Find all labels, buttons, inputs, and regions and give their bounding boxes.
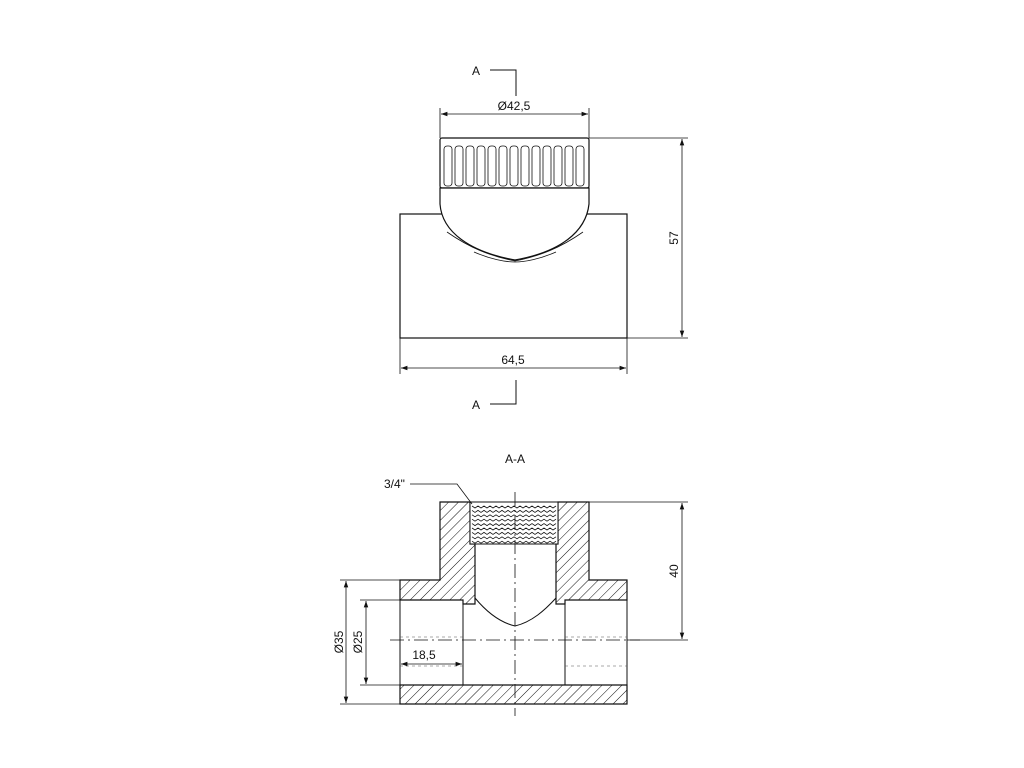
knurl-rib xyxy=(509,145,519,187)
knurl-rib xyxy=(498,145,508,187)
dimension-insert-diameter-label: Ø42,5 xyxy=(498,99,531,113)
knurl-rib xyxy=(476,145,486,187)
section-thread xyxy=(469,501,559,545)
thread-ridge xyxy=(471,527,557,531)
section-marker-bottom-label: A xyxy=(472,398,480,412)
knurl-rib xyxy=(542,145,552,187)
thread-ridge xyxy=(471,536,557,540)
knurl-rib xyxy=(454,145,464,187)
section-title: A-A xyxy=(505,452,525,466)
knurl-rib xyxy=(487,145,497,187)
dimension-branch-height: 40 xyxy=(589,501,688,641)
knurl-rib xyxy=(553,145,563,187)
thread-ridge xyxy=(471,509,557,513)
dimension-insert-diameter: Ø42,5 xyxy=(439,99,590,138)
knurl-rib xyxy=(531,145,541,187)
dimension-overall-height-label: 57 xyxy=(667,231,681,245)
thread-ridge xyxy=(471,505,557,509)
section-wall-bottom xyxy=(399,684,628,705)
section-wall-right xyxy=(555,501,628,605)
front-view: A A Ø42,5 57 xyxy=(399,64,688,412)
thread-ridge xyxy=(471,540,557,544)
knurl-rib xyxy=(564,145,574,187)
dimension-socket-depth-label: 18,5 xyxy=(412,648,436,662)
dimension-branch-height-label: 40 xyxy=(667,564,681,578)
thread-size-leader: 3/4" xyxy=(384,477,473,505)
section-view: A-A 3/ xyxy=(332,452,688,716)
thread-size-label: 3/4" xyxy=(384,477,405,491)
dimension-inner-diameter: Ø25 xyxy=(351,599,400,686)
section-marker-top: A xyxy=(472,64,517,96)
knurl-rib xyxy=(575,145,585,187)
dimension-overall-width: 64,5 xyxy=(399,338,628,374)
dimension-overall-height: 57 xyxy=(589,137,688,339)
dimension-overall-width-label: 64,5 xyxy=(501,353,525,367)
knurl-rib xyxy=(520,145,530,187)
section-wall-left xyxy=(399,501,476,605)
thread-ridge xyxy=(471,531,557,535)
knurl-rib xyxy=(443,145,453,187)
section-marker-bottom: A xyxy=(472,380,517,412)
dimension-socket-depth: 18,5 xyxy=(401,648,462,667)
thread-ridge xyxy=(471,523,557,527)
knurl-rib xyxy=(465,145,475,187)
dimension-outer-diameter-label: Ø35 xyxy=(332,630,346,653)
thread-ridge xyxy=(471,518,557,522)
brass-insert xyxy=(439,137,590,263)
section-marker-top-label: A xyxy=(472,64,480,78)
dimension-inner-diameter-label: Ø25 xyxy=(351,630,365,653)
thread-ridge xyxy=(471,514,557,518)
dimension-outer-diameter: Ø35 xyxy=(332,579,400,705)
